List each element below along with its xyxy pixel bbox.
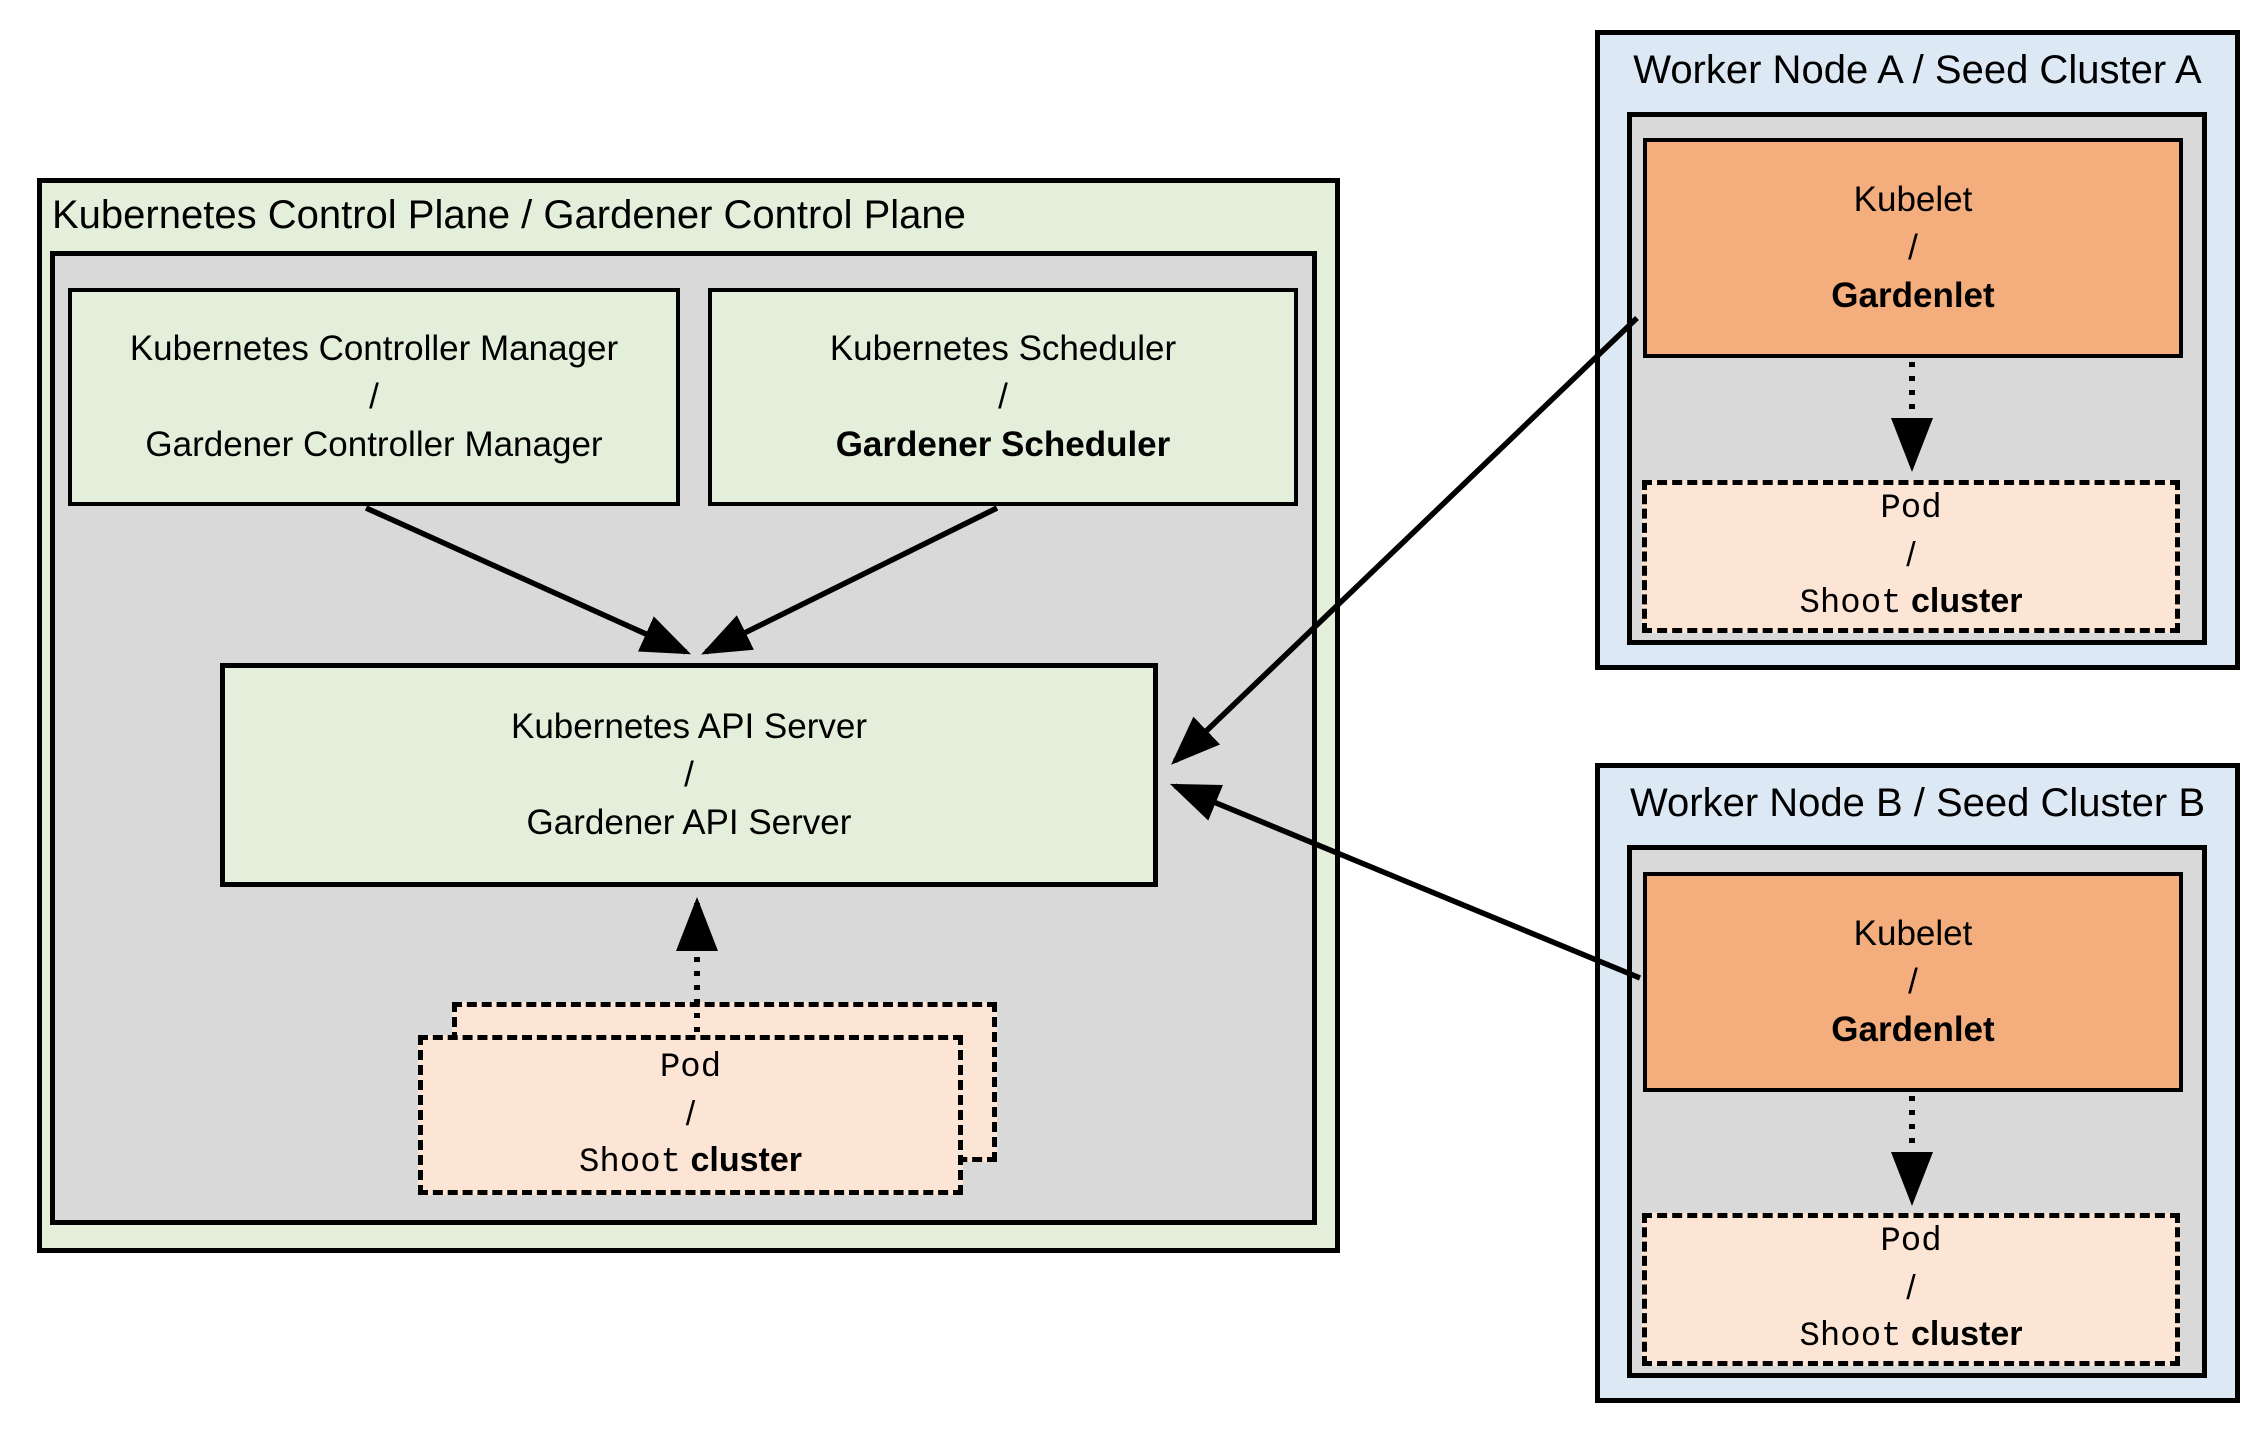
pod-b-cluster-text: cluster	[1910, 1315, 2023, 1353]
pod-line1: Pod	[659, 1048, 722, 1087]
pod-a-slash: /	[1906, 536, 1916, 574]
api-server-line1: Kubernetes API Server	[510, 707, 868, 746]
pod-b-shoot-text: Shoot	[1799, 1318, 1902, 1356]
kubelet-b-slash: /	[1908, 962, 1918, 1001]
kubelet-a-slash: /	[1908, 228, 1918, 267]
pod-a-shoot-text: Shoot	[1799, 585, 1902, 623]
pod-a-line3: Shoot cluster	[1800, 578, 2023, 627]
worker-node-b-title: Worker Node B / Seed Cluster B	[1629, 781, 2206, 825]
kubelet-b-line1: Kubelet	[1853, 914, 1973, 953]
pod-a-cluster-text: cluster	[1910, 582, 2023, 620]
scheduler-line3: Gardener Scheduler	[835, 425, 1171, 464]
controller-manager-line3: Gardener Controller Manager	[145, 425, 603, 464]
pod-a-line1: Pod	[1880, 490, 1942, 528]
pod-b-slash: /	[1906, 1269, 1916, 1307]
api-server-slash: /	[684, 755, 694, 794]
pod-line3: Shoot cluster	[579, 1137, 802, 1186]
kubelet-b-box: Kubelet / Gardenlet	[1643, 872, 2183, 1092]
pod-shoot-box-b: Pod / Shoot cluster	[1642, 1213, 2180, 1366]
worker-node-a-title: Worker Node A / Seed Cluster A	[1633, 48, 2202, 92]
kubelet-a-line3: Gardenlet	[1831, 276, 1995, 315]
pod-shoot-box-a: Pod / Shoot cluster	[1642, 480, 2180, 633]
pod-cluster-text: cluster	[690, 1140, 802, 1179]
scheduler-box: Kubernetes Scheduler / Gardener Schedule…	[708, 288, 1298, 506]
kubelet-a-line1: Kubelet	[1853, 180, 1973, 219]
pod-shoot-text: Shoot	[579, 1143, 682, 1182]
api-server-box: Kubernetes API Server / Gardener API Ser…	[220, 663, 1158, 887]
kubelet-b-line3: Gardenlet	[1831, 1010, 1995, 1049]
controller-manager-line1: Kubernetes Controller Manager	[129, 329, 619, 368]
control-plane-title: Kubernetes Control Plane / Gardener Cont…	[52, 193, 966, 237]
kubelet-a-box: Kubelet / Gardenlet	[1643, 138, 2183, 358]
scheduler-line1: Kubernetes Scheduler	[829, 329, 1177, 368]
api-server-line3: Gardener API Server	[526, 803, 852, 842]
pod-b-line3: Shoot cluster	[1800, 1311, 2023, 1360]
controller-manager-slash: /	[369, 377, 379, 416]
pod-shoot-box-front: Pod / Shoot cluster	[418, 1035, 963, 1195]
scheduler-slash: /	[998, 377, 1008, 416]
pod-b-line1: Pod	[1880, 1223, 1942, 1261]
pod-slash: /	[685, 1094, 696, 1133]
controller-manager-box: Kubernetes Controller Manager / Gardener…	[68, 288, 680, 506]
